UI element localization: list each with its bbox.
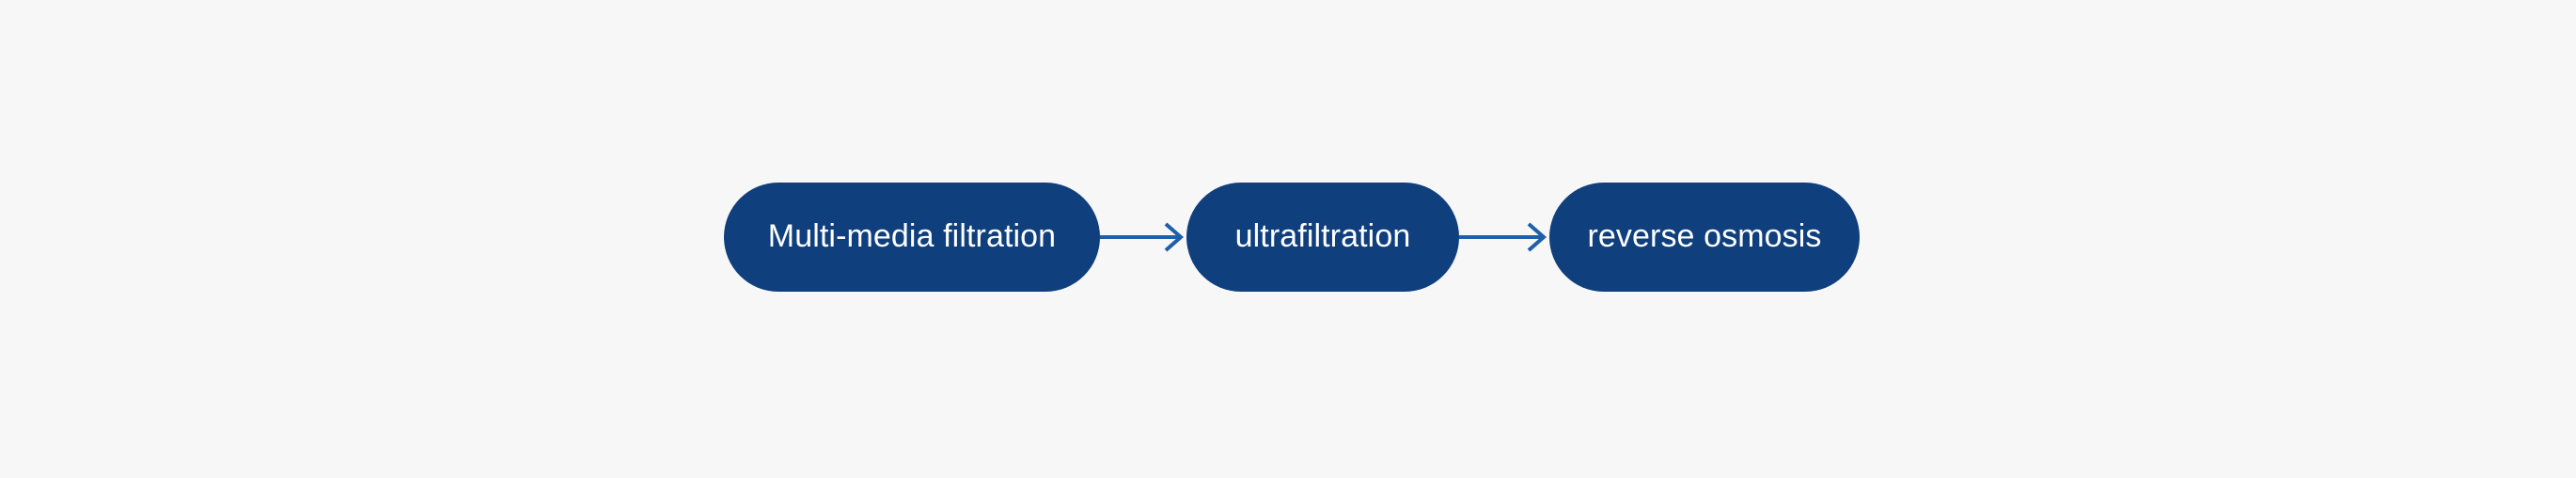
process-node-label: reverse osmosis [1587,218,1822,254]
arrow-right-icon [1459,222,1547,252]
process-node-label: ultrafiltration [1234,218,1411,254]
process-connector-2 [1459,183,1549,292]
process-node-reverse-osmosis[interactable]: reverse osmosis [1549,183,1860,292]
process-node-label: Multi-media filtration [767,218,1057,254]
process-node-ultrafiltration[interactable]: ultrafiltration [1186,183,1459,292]
arrow-right-icon [1100,222,1185,252]
process-connector-1 [1100,183,1186,292]
process-flow-row: Multi-media filtration ultrafiltration r… [0,183,2576,292]
process-node-multi-media-filtration[interactable]: Multi-media filtration [724,183,1100,292]
